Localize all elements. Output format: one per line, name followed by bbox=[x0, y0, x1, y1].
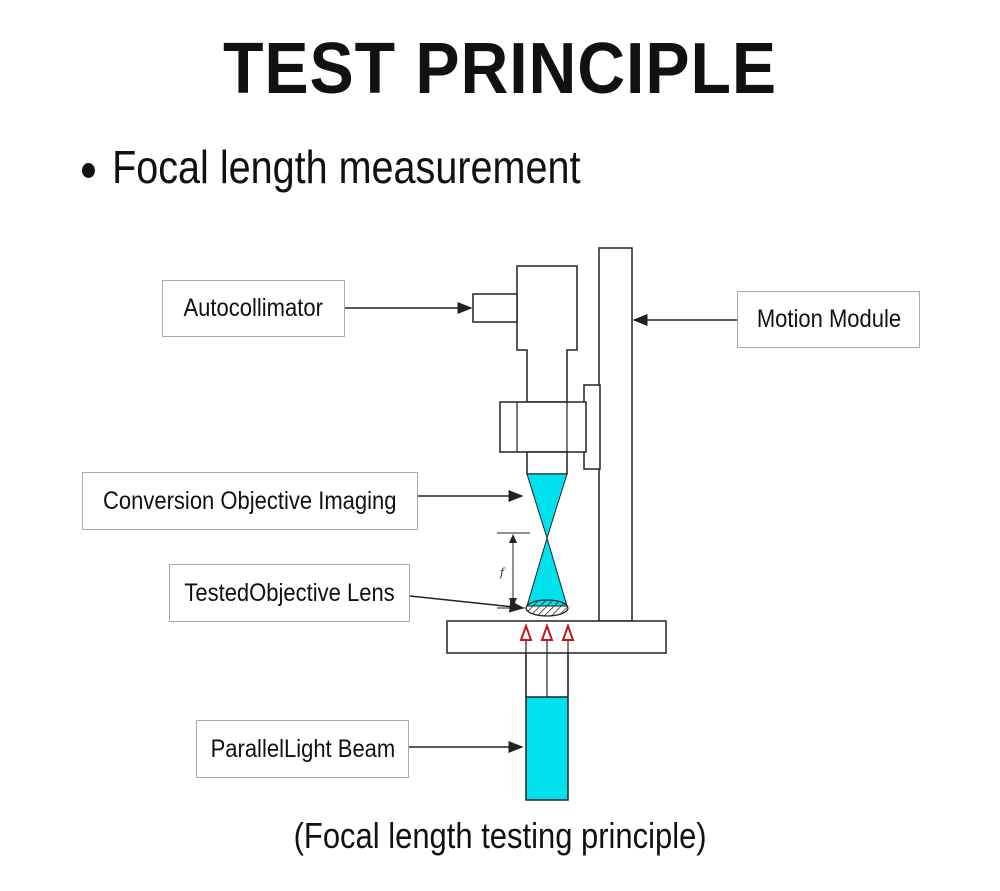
parallel-beam-column bbox=[525, 696, 569, 801]
label-tested-lens: TestedObjective Lens bbox=[169, 564, 410, 622]
tested-lens-shape bbox=[525, 599, 569, 617]
bullet-dot-icon bbox=[82, 162, 95, 178]
bullet-item: Focal length measurement bbox=[82, 140, 580, 194]
label-conversion-objective: Conversion Objective Imaging bbox=[82, 472, 418, 530]
beam-arrow-center-icon bbox=[540, 623, 554, 641]
autocollimator-eyepiece bbox=[472, 293, 518, 323]
converging-beam-cone bbox=[526, 473, 568, 540]
motion-module-rail bbox=[598, 247, 633, 622]
diverging-beam-cone bbox=[526, 536, 568, 607]
focal-length-mark: f bbox=[499, 566, 506, 579]
figure-caption: (Focal length testing principle) bbox=[293, 815, 707, 856]
page-title: TEST PRINCIPLE bbox=[223, 29, 777, 109]
bullet-text: Focal length measurement bbox=[112, 141, 581, 193]
objective-tube bbox=[526, 451, 568, 475]
beam-arrow-right-icon bbox=[561, 623, 575, 641]
label-autocollimator: Autocollimator bbox=[162, 280, 345, 337]
label-parallel-beam: ParallelLight Beam bbox=[196, 720, 409, 778]
objective-housing bbox=[499, 401, 587, 453]
beam-arrow-left-icon bbox=[519, 623, 533, 641]
focal-dim-arrow-up bbox=[509, 534, 517, 543]
autocollimator-body bbox=[516, 265, 578, 403]
tested-lens-leader bbox=[409, 595, 525, 613]
focal-dim-arrow-down bbox=[509, 598, 517, 607]
label-motion-module: Motion Module bbox=[737, 291, 920, 348]
base-plate bbox=[446, 620, 667, 654]
